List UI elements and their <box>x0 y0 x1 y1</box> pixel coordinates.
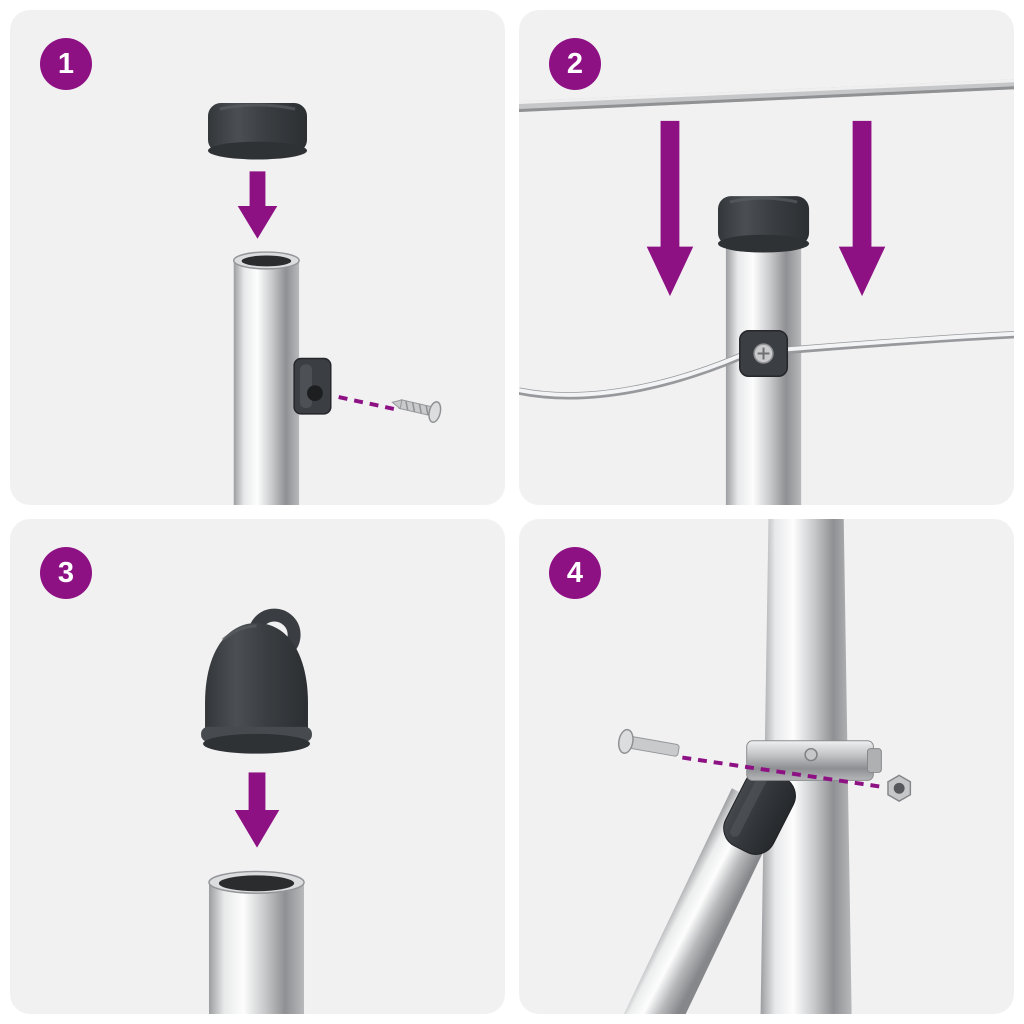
step-number: 4 <box>566 556 584 589</box>
line-holder-clamp <box>739 330 789 378</box>
eyelet-cap <box>201 608 312 754</box>
step-2-illustration <box>519 79 1014 505</box>
arrow-down-icon <box>234 772 280 848</box>
guide-dashed-line <box>338 395 395 411</box>
step-3-illustration <box>201 608 312 1014</box>
step-number-badge: 4 <box>549 547 601 599</box>
fence-wire-right <box>784 331 1014 355</box>
step-1-illustration <box>208 103 442 505</box>
line-holder-clamp <box>293 357 332 415</box>
step-panel-4: 4 <box>519 519 1014 1014</box>
bolt <box>617 728 680 757</box>
arrow-down-icon-right <box>838 120 886 297</box>
metal-post <box>232 251 300 505</box>
step-number: 1 <box>57 47 75 80</box>
step-panel-2: 2 <box>519 10 1014 505</box>
post-cap <box>717 196 810 253</box>
step-panel-1: 1 <box>10 10 505 505</box>
arrow-down-icon-left <box>646 120 694 297</box>
step-number-badge: 3 <box>40 547 92 599</box>
step-4-illustration <box>617 519 912 1014</box>
step-number: 3 <box>57 556 75 589</box>
post-cap <box>208 103 307 160</box>
nut <box>887 774 912 803</box>
post-clamp <box>746 740 882 781</box>
step-number-badge: 1 <box>40 38 92 90</box>
screw <box>391 399 442 423</box>
step-panel-3: 3 <box>10 519 505 1014</box>
step-number: 2 <box>566 47 584 80</box>
fence-wire-left <box>519 352 745 400</box>
step-number-badge: 2 <box>549 38 601 90</box>
brace-connector <box>723 769 796 855</box>
top-rail <box>519 79 1014 112</box>
guide-dashed-line <box>682 755 886 790</box>
arrow-down-icon <box>237 171 278 239</box>
metal-post <box>208 870 305 1014</box>
